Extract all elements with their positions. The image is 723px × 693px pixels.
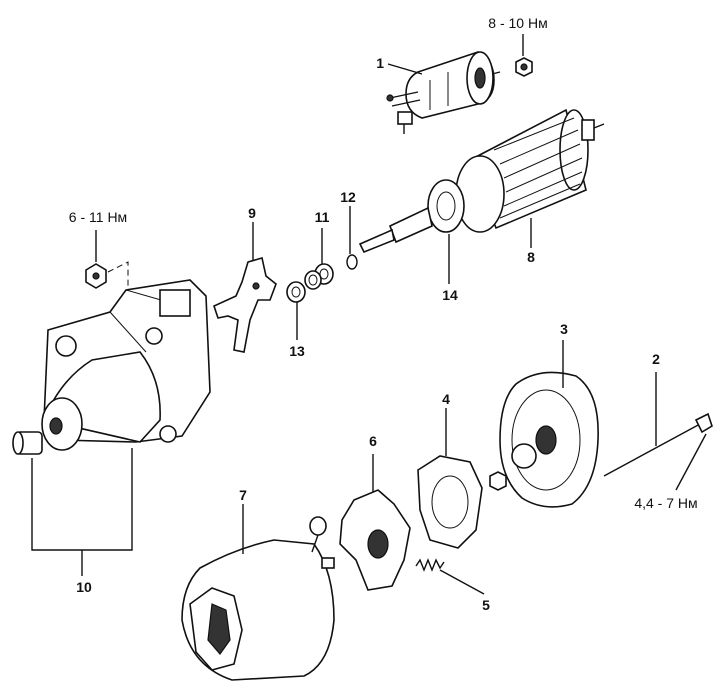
through-bolt [603, 412, 713, 477]
drive-lever [213, 256, 277, 353]
solenoid-switch [386, 51, 501, 134]
callout-5: 5 [482, 597, 490, 613]
callout-1: 1 [376, 55, 384, 71]
torque-through-bolt: 4,4 - 7 Нм [634, 495, 697, 511]
frame-nut [489, 471, 507, 491]
callout-6: 6 [369, 433, 377, 449]
callout-2: 2 [652, 351, 660, 367]
leader-1 [387, 63, 423, 75]
snap-ring-12 [346, 254, 358, 270]
brush-plate [417, 455, 483, 549]
armature [358, 108, 605, 254]
housing-nut [85, 263, 107, 289]
callout-14: 14 [442, 287, 458, 303]
callout-3: 3 [560, 321, 568, 337]
washer-13 [286, 281, 306, 303]
bracket-10 [31, 448, 133, 551]
callout-8: 8 [527, 249, 535, 265]
leader-bolt-torque [675, 433, 707, 491]
leader-5 [439, 569, 485, 595]
callout-13: 13 [289, 343, 305, 359]
torque-solenoid-nut: 8 - 10 Нм [488, 15, 547, 31]
callout-4: 4 [442, 391, 450, 407]
end-frame [499, 371, 599, 508]
callout-7: 7 [239, 487, 247, 503]
callout-10: 10 [76, 579, 92, 595]
bushing [12, 431, 43, 455]
solenoid-nut [515, 57, 533, 77]
assembly-dashed-line [107, 261, 129, 300]
brush-spring [415, 558, 445, 572]
brush-holder [339, 489, 411, 591]
yoke [181, 516, 335, 681]
callout-12: 12 [340, 189, 356, 205]
callout-11: 11 [315, 209, 330, 225]
callout-9: 9 [248, 205, 256, 221]
stop-collar-11 [304, 263, 334, 290]
drive-end-housing [41, 279, 211, 451]
torque-housing-nut: 6 - 11 Нм [69, 209, 127, 225]
